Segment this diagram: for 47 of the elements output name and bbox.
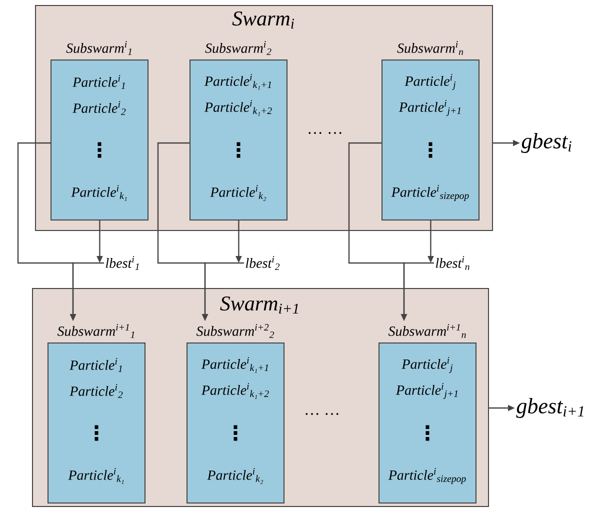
particle-label: Particle$^{i}$k₁ — [71, 185, 127, 201]
particle-label: Particle$^{i}$2 — [70, 384, 123, 398]
subswarm-box — [382, 41, 480, 220]
swarm-title: Swarm$_{i}$ — [232, 11, 294, 28]
particle-label: Particle$^{i}$k₁ — [68, 468, 124, 484]
particle-label: Particle$^{i}$sizepop — [391, 185, 469, 201]
particle-label: Particle$^{i}$1 — [72, 75, 125, 89]
particle-label: Particle$^{i}$j+1 — [398, 100, 460, 116]
swarm-title: Swarm$_{i+1}$ — [220, 296, 298, 314]
lbest-label: lbest$^{i}$1 — [106, 256, 139, 270]
lbest-label: lbest$^{i}$n — [436, 256, 470, 270]
subswarm-label: Subswarm$^{i}$1 — [66, 41, 132, 55]
particle-label: Particle$^{i}$j — [404, 74, 456, 90]
particle-label: Particle$^{i}$k₁+2 — [201, 383, 269, 399]
subswarm-label: Subswarm$^{i+2}$2 — [196, 324, 274, 338]
subswarm-box — [50, 41, 148, 220]
vertical-ellipsis: ⋮ — [94, 425, 98, 441]
subswarm-label: Subswarm$^{i}$n — [397, 41, 464, 55]
subswarm-label: Subswarm$^{i}$2 — [205, 41, 272, 55]
particle-label: Particle$^{i}$k₁+1 — [201, 357, 268, 373]
particle-label: Particle$^{i}$sizepop — [388, 468, 466, 484]
particle-label: Particle$^{i}$k₁+1 — [204, 74, 271, 90]
particle-label: Particle$^{i}$j+1 — [396, 383, 458, 399]
vertical-ellipsis: ⋮ — [428, 142, 432, 158]
particle-label: Particle$^{i}$k₂ — [207, 468, 264, 484]
particle-label: Particle$^{i}$k₂ — [210, 185, 266, 201]
subswarm-label: Subswarm$^{i+1}$1 — [57, 324, 134, 338]
subswarm-box — [48, 324, 146, 504]
ellipsis: … … — [306, 413, 338, 415]
subswarm-label: Subswarm$^{i+1}$n — [388, 324, 466, 338]
subswarm-box — [186, 324, 284, 504]
subswarm-box — [190, 41, 288, 220]
swarm-box — [35, 5, 493, 231]
subswarm-box — [378, 324, 476, 504]
vertical-ellipsis: ⋮ — [234, 425, 238, 441]
gbest-label: gbest$_{i}$ — [521, 133, 572, 153]
gbest-label: gbest$_{i+1}$ — [516, 398, 584, 418]
vertical-ellipsis: ⋮ — [98, 142, 102, 158]
ellipsis: … … — [308, 132, 342, 134]
vertical-ellipsis: ⋮ — [426, 425, 430, 441]
particle-label: Particle$^{i}$j — [402, 357, 453, 373]
particle-label: Particle$^{i}$k₁+2 — [204, 100, 272, 116]
lbest-label: lbest$^{i}$2 — [246, 256, 280, 270]
vertical-ellipsis: ⋮ — [236, 142, 240, 158]
particle-label: Particle$^{i}$2 — [72, 101, 126, 115]
swarm-box — [32, 288, 489, 507]
particle-label: Particle$^{i}$1 — [70, 358, 122, 372]
